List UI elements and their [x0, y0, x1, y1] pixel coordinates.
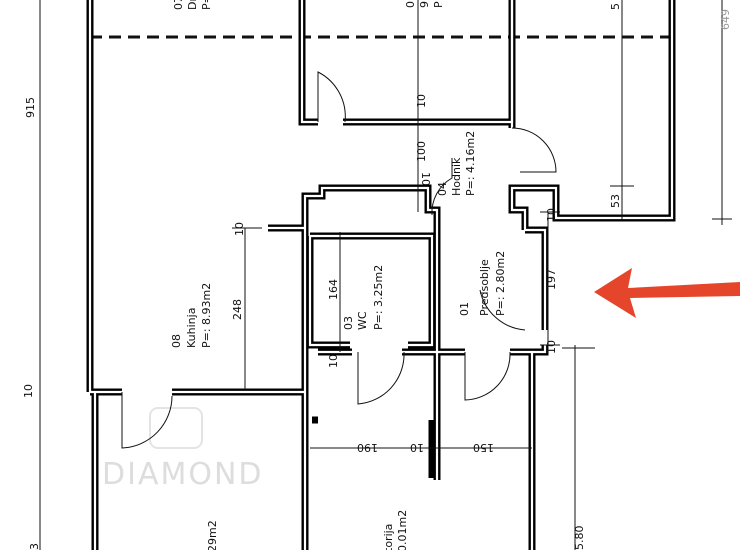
door-bath: [464, 351, 511, 401]
room-number: 07: [172, 0, 185, 10]
room-number: 01: [458, 302, 471, 316]
dim-10: 10: [415, 94, 428, 108]
room-area: P=: 2.80m2: [494, 251, 507, 316]
dim-190: 190: [357, 441, 378, 454]
doors: [121, 71, 557, 449]
room-number: 04: [436, 182, 449, 196]
door-hodnik: [511, 127, 557, 173]
room-kuhinja-label: 08 Kuhinja P=: 8.93m2: [170, 283, 213, 348]
dim-10: 10: [419, 172, 432, 186]
dim-10: 10: [22, 384, 35, 398]
dimension-lines: [39, 0, 732, 550]
room-area: P=: 4.16m2: [464, 131, 477, 196]
dimension-labels: 915 649 5 10 100 10 53 10 10 248 164 10 …: [22, 3, 732, 550]
dim-3: 3: [28, 543, 41, 550]
dim-164: 164: [327, 279, 340, 300]
room-area: P=: [200, 0, 213, 10]
dim-915: 915: [24, 97, 37, 118]
room-number: 08: [170, 334, 183, 348]
room-09-label: 0 9 P: [404, 1, 445, 8]
dim-150: 150: [473, 441, 494, 454]
dim-580: 5.80: [573, 526, 586, 550]
door-room09: [317, 71, 346, 123]
dim-10: 10: [233, 222, 246, 236]
dim-5: 5: [609, 3, 622, 10]
dim-53: 53: [609, 194, 622, 208]
room-name: Hodnik: [450, 157, 463, 196]
dim-649: 649: [719, 9, 732, 30]
walls: [86, 0, 676, 550]
dim-248: 248: [231, 299, 244, 320]
watermark: DIAMOND: [102, 407, 264, 492]
room-name: torija: [382, 524, 395, 550]
dim-10: 10: [545, 208, 558, 222]
door-predsoblje: [479, 289, 526, 331]
room-bottom-mid-label: torija 0.01m2: [382, 510, 409, 550]
room-area: P=: 3.25m2: [372, 265, 385, 330]
room-area: 0.01m2: [396, 510, 409, 550]
dim-10: 10: [410, 441, 424, 454]
red-arrow-pointer: [594, 268, 740, 318]
room-wc-label: 03 WC P=: 3.25m2: [342, 265, 385, 330]
room-area: P=: 8.93m2: [200, 283, 213, 348]
watermark-text: DIAMOND: [102, 457, 264, 492]
room-name: Predsoblje: [478, 259, 491, 316]
room-predsoblje-label: 01 Predsoblje P=: 2.80m2: [458, 251, 507, 316]
dim-10: 10: [545, 340, 558, 354]
room-hodnik-label: 04 Hodnik P=: 4.16m2: [436, 131, 477, 196]
room-name: WC: [356, 311, 369, 330]
dim-197: 197: [545, 269, 558, 290]
room-number: 03: [342, 316, 355, 330]
room-area: 29m2: [206, 520, 219, 550]
room-name: Kuhinja: [185, 308, 198, 348]
room-area: P: [432, 1, 445, 8]
door-wc: [357, 351, 405, 405]
room-07-label: 07 Dn P=: [172, 0, 213, 10]
door-hodnik-inner: [431, 158, 453, 216]
room-name: Dn: [186, 0, 199, 10]
room-bottom-left-label: 29m2: [206, 520, 219, 550]
room-name: 9: [418, 1, 431, 8]
dim-10: 10: [327, 354, 340, 368]
door-kuhinja: [121, 392, 173, 449]
room-number: 0: [404, 1, 417, 8]
dim-100: 100: [415, 141, 428, 162]
